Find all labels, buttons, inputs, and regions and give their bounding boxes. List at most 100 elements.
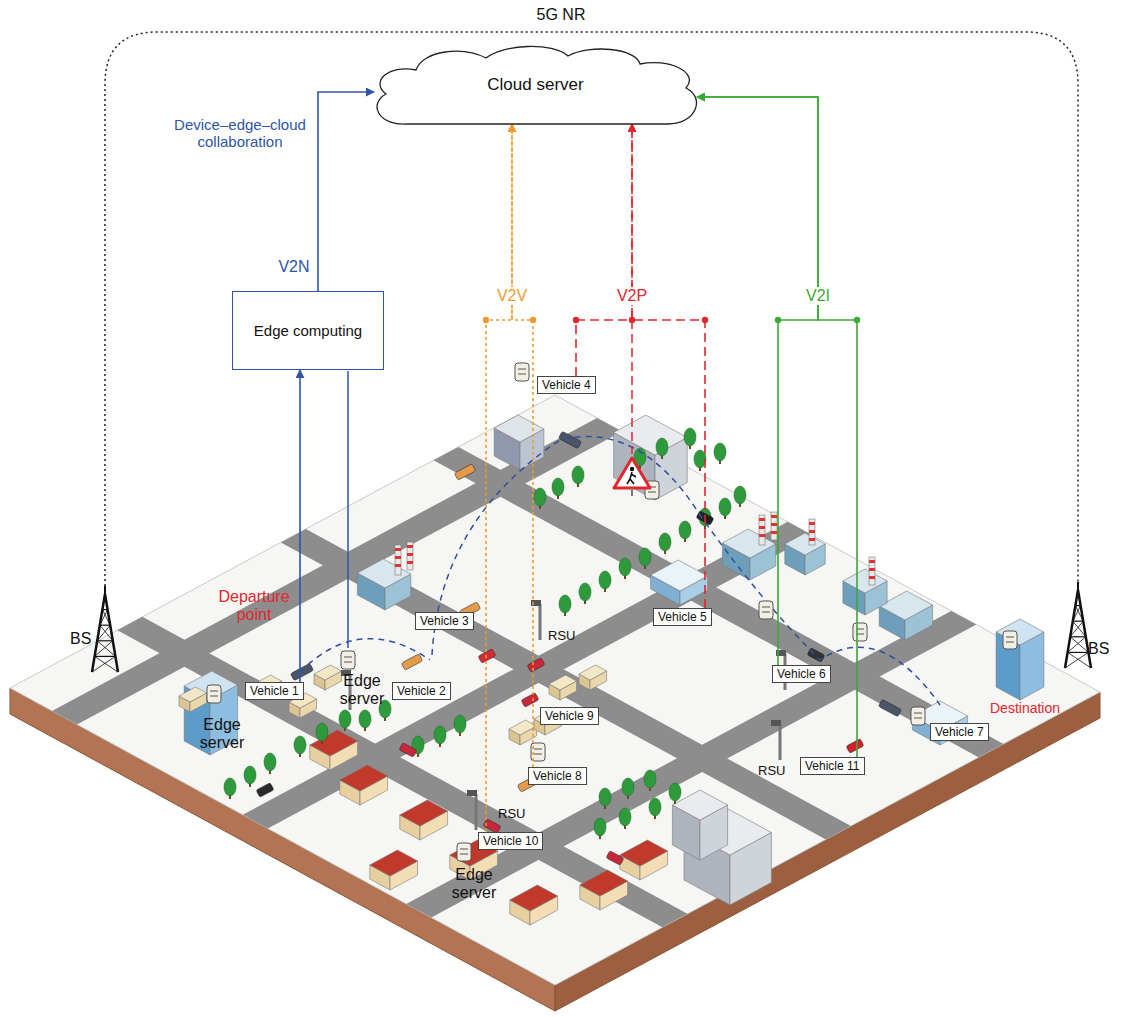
building-roof (340, 765, 388, 791)
chimney (809, 519, 815, 545)
edge-server-label: Edge server (446, 866, 502, 902)
base-station-tower (1073, 621, 1086, 637)
vehicle-tag: Vehicle 3 (415, 612, 474, 630)
cloud-node: Cloud server (368, 42, 703, 132)
vehicle-tag: Vehicle 4 (537, 376, 596, 394)
base-station-tower (100, 625, 113, 641)
vehicle-tag: Vehicle 5 (653, 608, 712, 626)
base-station-tower (95, 641, 113, 657)
edge-server-icon (460, 849, 468, 850)
tree-crown (339, 710, 351, 728)
tree-crown (594, 818, 606, 836)
tree-crown (619, 558, 631, 576)
car (290, 663, 313, 680)
edge-server-icon (1003, 631, 1017, 649)
building-roof (785, 533, 825, 555)
chimney (407, 542, 413, 570)
vehicle-label: Vehicle 1 (250, 684, 299, 698)
edge-server-label: Edge server (334, 672, 390, 708)
edge-server-icon (457, 843, 471, 861)
edge-server-icon (344, 662, 352, 663)
building-roof (614, 415, 688, 455)
tree-crown (359, 710, 371, 728)
chimney-band (407, 553, 413, 556)
edge-server-icon (518, 374, 526, 375)
base-station-tower (97, 640, 113, 641)
vehicle-label: Vehicle 5 (658, 610, 707, 624)
car (478, 649, 496, 664)
edge-server-icon (853, 623, 867, 641)
tree-crown (599, 571, 611, 589)
base-station-tower (1068, 652, 1091, 668)
connector (299, 370, 301, 682)
pedestrian-figure (627, 472, 636, 484)
edge-server-icon (648, 492, 656, 493)
base-station-tower (92, 594, 118, 672)
edge-server-icon (911, 707, 925, 725)
edge-server-icon (210, 696, 218, 697)
road (117, 617, 687, 928)
base-station-tower (1070, 636, 1086, 637)
link-type-label: V2P (612, 287, 652, 305)
vehicle-label: Vehicle 10 (483, 834, 538, 848)
chimney-band (809, 530, 815, 533)
car (399, 743, 417, 758)
car (527, 658, 545, 673)
car (558, 431, 581, 448)
pedestrian-figure (630, 467, 634, 471)
base-station-tower (1073, 606, 1081, 622)
city-scene (10, 32, 1100, 1011)
building-roof (620, 840, 668, 866)
link-type-label: V2N (274, 258, 314, 276)
pedestrian-warning-sign (614, 458, 650, 488)
building-roof (510, 885, 558, 911)
pedestrian-warning-sign (631, 488, 633, 496)
base-station-antenna (1077, 582, 1079, 590)
building-roof (579, 665, 607, 680)
vehicle-label: Vehicle 6 (777, 667, 826, 681)
chimney-band (407, 545, 413, 548)
tree-crown (434, 726, 446, 744)
edge-server-icon (460, 854, 468, 855)
edge-server-icon (914, 718, 922, 719)
base-station-label: BS (70, 630, 91, 648)
building-roof (400, 800, 448, 826)
edge-computing-box: Edge computing (232, 291, 384, 370)
base-station-tower (1073, 621, 1083, 622)
destination-label: Destination (990, 700, 1060, 716)
chimney-band (869, 560, 875, 563)
edge-server-icon (207, 685, 221, 703)
rsu-camera (771, 720, 781, 726)
chimney-band (395, 548, 401, 551)
edge-server-icon (518, 369, 526, 370)
tree-crown (224, 778, 236, 796)
tree-crown (579, 583, 591, 601)
building-roof (357, 559, 410, 588)
edge-server-icon (762, 607, 770, 608)
vehicle-tag: Vehicle 6 (772, 665, 831, 683)
connector (512, 124, 533, 767)
vehicle-tag: Vehicle 7 (930, 723, 989, 741)
rsu-pole (475, 794, 478, 830)
connector (697, 97, 818, 665)
tree-crown (619, 808, 631, 826)
route-path (300, 437, 940, 705)
base-station-tower (1065, 590, 1091, 668)
base-station-tower (100, 610, 108, 626)
base-station-antenna (104, 586, 106, 594)
chimney-band (759, 518, 765, 521)
base-station-tower (1065, 652, 1088, 668)
tree-crown (684, 428, 696, 446)
vehicle-tag: Vehicle 8 (528, 767, 587, 785)
chimney-band (771, 515, 777, 518)
chimney-band (771, 531, 777, 534)
link-type-label: V2V (492, 287, 532, 305)
car (256, 783, 274, 798)
vehicle-tag: Vehicle 10 (478, 832, 543, 850)
edge-server-icon (210, 691, 218, 692)
vehicle-tag: Vehicle 9 (540, 707, 599, 725)
tree-crown (559, 595, 571, 613)
edge-server-icon (515, 363, 529, 381)
base-station-tower (1068, 652, 1089, 653)
chimney-band (869, 576, 875, 579)
